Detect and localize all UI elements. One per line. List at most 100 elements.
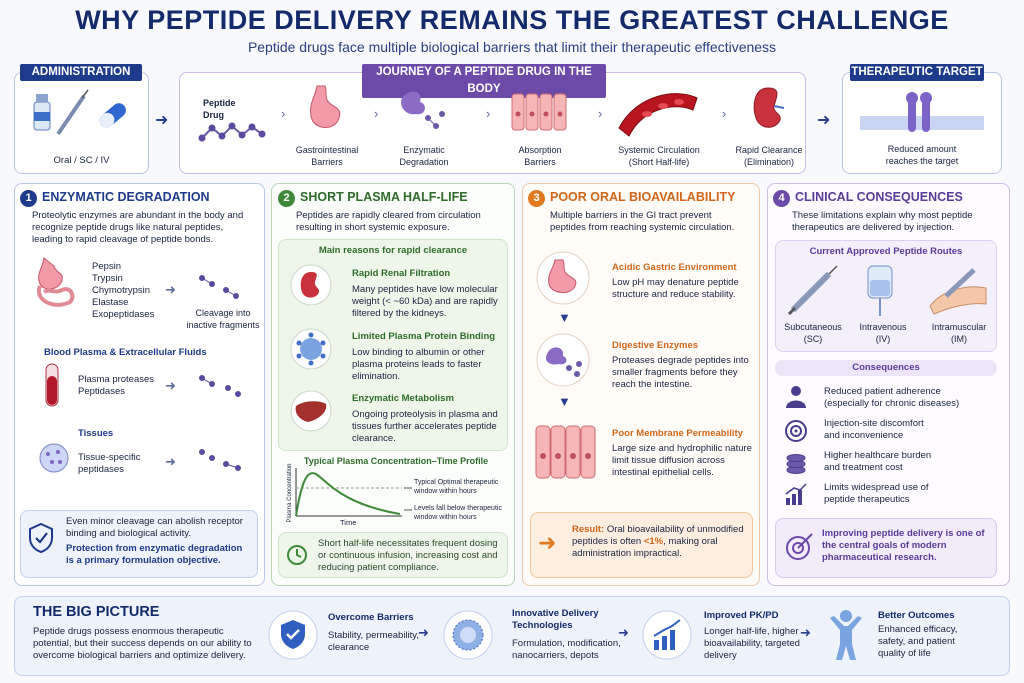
tissue-cell-icon — [39, 443, 69, 473]
big-picture-text: Peptide drugs possess enormous therapeut… — [33, 626, 252, 661]
oral-intro: Multiple barriers in the GI tract preven… — [550, 210, 735, 233]
tissues-heading: Tissues — [78, 428, 114, 439]
arrow-right-icon: › — [722, 106, 727, 121]
iv-bag-icon — [867, 265, 893, 316]
journey-step-circulation: Systemic Circulation (Short Half-life) — [618, 145, 700, 167]
target-arrow-icon — [786, 533, 813, 560]
arrow-right-icon: ➜ — [165, 378, 176, 393]
half-life-note-text: Short half-life necessitates frequent do… — [318, 538, 498, 573]
coins-icon — [786, 454, 806, 474]
administration-caption: Oral / SC / IV — [53, 155, 110, 166]
arrow-right-icon: ➜ — [817, 112, 831, 129]
route-intravenous: Intravenous (IV) — [859, 322, 907, 344]
shield-check-icon — [29, 523, 53, 553]
consequence-2: Injection-site discomfort and inconvenie… — [824, 418, 924, 441]
blood-tube-icon — [45, 363, 59, 407]
bar-chart-icon — [785, 483, 807, 505]
arrow-right-icon: ➜ — [165, 454, 176, 469]
clinical-goal: Improving peptide delivery is one of the… — [822, 528, 985, 563]
journey-step-clearance: Rapid Clearance (Elimination) — [735, 145, 803, 167]
peptide-fragments-icon — [199, 275, 239, 299]
permeability-title: Poor Membrane Permeability — [612, 428, 743, 439]
protein-binding-icon — [290, 328, 332, 370]
half-life-intro: Peptides are rapidly cleared from circul… — [296, 210, 481, 233]
big-item-2-text: Formulation, modification, nanocarriers,… — [512, 638, 621, 661]
journey-step-gi: Gastrointestinal Barriers — [295, 145, 359, 167]
big-item-4-text: Enhanced efficacy, safety, and patient q… — [878, 624, 958, 659]
intramuscular-injection-icon — [929, 268, 987, 315]
page-subtitle: Peptide drugs face multiple biological b… — [247, 39, 777, 55]
enzymatic-intro: Proteolytic enzymes are abundant in the … — [32, 210, 244, 245]
permeability-text: Large size and hydrophilic nature limit … — [612, 443, 752, 478]
acidic-title: Acidic Gastric Environment — [612, 262, 737, 273]
chart-ylabel: Plasma Concentration — [287, 463, 293, 523]
kidney-icon — [753, 87, 785, 128]
renal-filtration-title: Rapid Renal Filtration — [352, 268, 451, 279]
journey-drug-label: Peptide Drug — [203, 98, 236, 120]
arrow-right-icon: ➜ — [538, 530, 557, 555]
arrow-right-icon: ➜ — [800, 625, 811, 640]
clinical-intro: These limitations explain why most pepti… — [792, 210, 973, 233]
intestinal-cells-icon — [511, 93, 567, 131]
administration-tag: ADMINISTRATION — [20, 64, 142, 81]
blood-vessel-icon — [618, 93, 698, 137]
chart-annotation-2: Levels fall below therapeutic window wit… — [414, 505, 502, 521]
big-item-1-text: Stability, permeability, clearance — [328, 630, 419, 653]
target-icon — [785, 420, 807, 442]
cleavage-caption: Cleavage into inactive fragments — [186, 308, 260, 330]
routes-heading: Current Approved Peptide Routes — [809, 246, 963, 257]
arrow-down-icon: ▼ — [558, 394, 571, 409]
enzyme-list: Pepsin Trypsin Chymotrypsin Elastase Exo… — [92, 261, 155, 320]
enzymatic-note — [20, 510, 258, 578]
digestive-text: Proteases degrade peptides into smaller … — [612, 355, 749, 390]
kidney-icon — [290, 264, 332, 306]
route-subcutaneous: Subcutaneous (SC) — [784, 322, 842, 344]
patient-icon — [786, 386, 806, 408]
growth-chart-icon — [642, 610, 692, 660]
page-title: WHY PEPTIDE DELIVERY REMAINS THE GREATES… — [75, 5, 949, 35]
chart-annotation-1: Typical Optimal therapeutic window withi… — [414, 479, 499, 495]
oral-result: Result: Oral bioavailability of unmodifi… — [572, 524, 744, 559]
arrow-right-icon: ➜ — [618, 625, 629, 640]
receptor-icon — [860, 92, 984, 132]
protein-binding-title: Limited Plasma Protein Binding — [352, 331, 496, 342]
enzyme-icon — [401, 91, 445, 129]
concentration-chart — [295, 468, 412, 517]
journey-step-absorption: Absorption Barriers — [518, 145, 562, 167]
chart-xlabel: Time — [340, 518, 357, 527]
peptide-fragments-icon — [199, 375, 241, 397]
peptide-chain-icon — [198, 122, 266, 142]
oral-result-box — [530, 512, 753, 578]
liver-icon — [290, 390, 332, 432]
arrow-right-icon: ➜ — [418, 625, 429, 640]
journey-tag: JOURNEY OF A PEPTIDE DRUG IN THE BODY — [362, 64, 606, 98]
clock-icon — [287, 545, 307, 565]
consequence-4: Limits widespread use of peptide therape… — [824, 482, 929, 505]
journey-step-enzymatic: Enzymatic Degradation — [399, 145, 449, 167]
arrow-right-icon: › — [598, 106, 603, 121]
target-caption: Reduced amount reaches the target — [885, 144, 959, 166]
enzymatic-note-2: Protection from enzymatic degradation is… — [66, 543, 243, 566]
consequence-3: Higher healthcare burden and treatment c… — [824, 450, 932, 473]
person-celebrating-icon — [830, 610, 862, 660]
shield-check-icon — [268, 610, 318, 660]
plasma-heading: Blood Plasma & Extracellular Fluids — [44, 347, 207, 358]
enzyme-icon — [536, 333, 590, 387]
chart-title: Typical Plasma Concentration–Time Profil… — [303, 456, 489, 466]
big-item-3-title: Improved PK/PD — [704, 610, 779, 621]
renal-filtration-text: Many peptides have low molecular weight … — [352, 284, 498, 319]
nanocarrier-icon — [443, 610, 493, 660]
vial-syringe-pill-icon — [33, 89, 126, 136]
arrow-right-icon: › — [374, 106, 379, 121]
arrow-down-icon: ▼ — [558, 310, 571, 325]
consequences-heading-box — [775, 360, 997, 376]
big-item-3-text: Longer half-life, higher bioavailability… — [704, 626, 800, 661]
half-life-note — [278, 532, 508, 578]
tissue-enzymes: Tissue-specific peptidases — [78, 452, 141, 475]
big-item-1-title: Overcome Barriers — [328, 612, 414, 623]
metabolism-text: Ongoing proteolysis in plasma and tissue… — [352, 409, 498, 444]
big-picture-title: THE BIG PICTURE — [33, 604, 160, 620]
